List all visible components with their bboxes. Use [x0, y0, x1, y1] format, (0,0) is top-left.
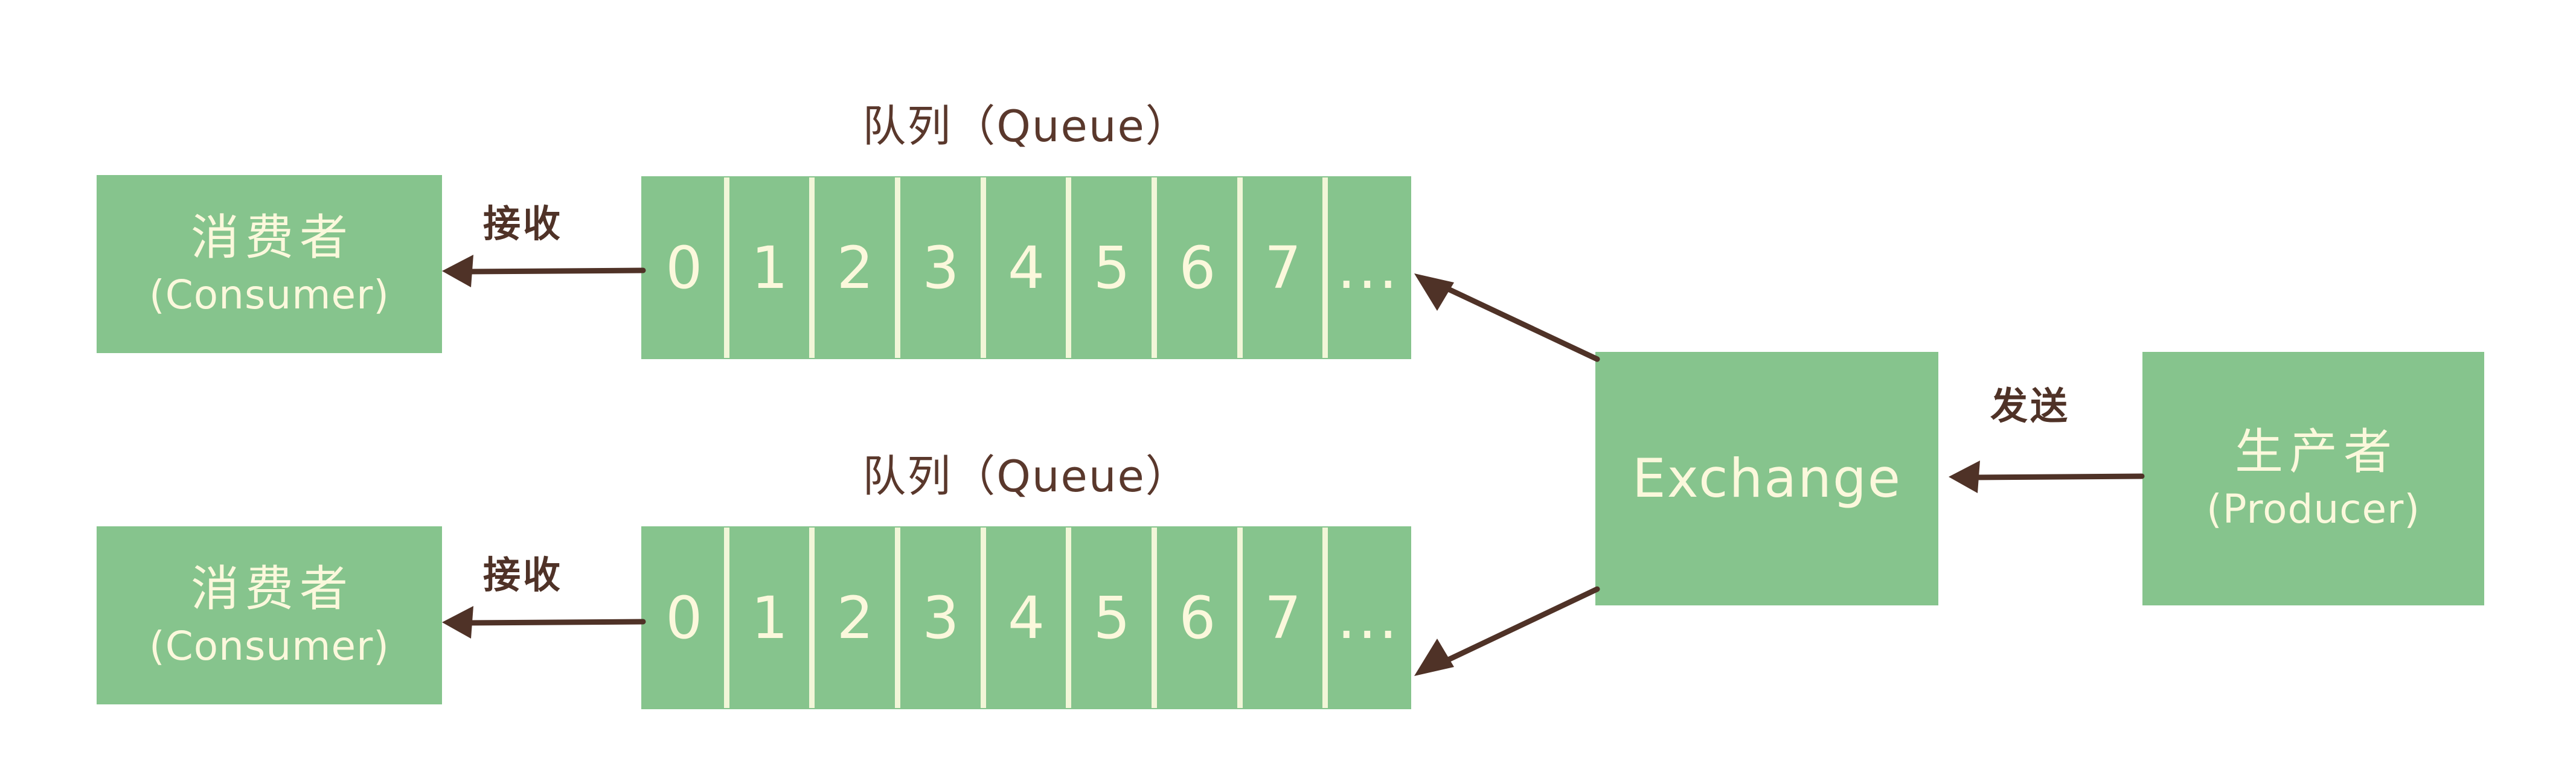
consumer-label-en-bottom: (Consumer) — [149, 622, 390, 669]
arrow-receive-top — [442, 255, 646, 287]
consumer-label-cn-bottom: 消费者 — [191, 560, 354, 617]
arrow-head-icon — [442, 606, 473, 639]
exchange-label: Exchange — [1632, 447, 1902, 509]
queue-cell[interactable]: 1 — [723, 526, 813, 709]
queue-cell[interactable]: 2 — [809, 176, 898, 359]
arrow-exchange-to-queue-bottom — [1414, 586, 1600, 676]
arrow-line — [1439, 586, 1600, 666]
edge-label-receive-bottom: 接收 — [483, 553, 563, 597]
queue-cell[interactable]: 2 — [809, 526, 898, 709]
arrow-head-icon — [1414, 273, 1454, 311]
arrow-line — [1970, 473, 2145, 480]
consumer-box-top[interactable]: 消费者 (Consumer) — [97, 175, 442, 353]
queue-cell[interactable]: 6 — [1152, 176, 1240, 359]
producer-box[interactable]: 生产者 (Producer) — [2142, 352, 2484, 605]
queue-title-top: 队列（Queue） — [862, 101, 1190, 151]
queue-strip-bottom[interactable]: 0 1 2 3 4 5 6 7 ... — [641, 526, 1411, 709]
consumer-box-bottom[interactable]: 消费者 (Consumer) — [97, 526, 442, 704]
exchange-box[interactable]: Exchange — [1595, 352, 1938, 605]
queue-cell[interactable]: 5 — [1066, 176, 1155, 359]
queue-cell[interactable]: 4 — [980, 176, 1069, 359]
arrow-head-icon — [1949, 461, 1980, 493]
queue-cell[interactable]: 4 — [980, 526, 1069, 709]
arrow-line — [1439, 283, 1600, 362]
edge-label-send: 发送 — [1990, 384, 2071, 428]
arrow-line — [463, 267, 646, 275]
queue-cell[interactable]: 0 — [665, 234, 703, 302]
queue-strip-top[interactable]: 0 1 2 3 4 5 6 7 ... — [641, 176, 1411, 359]
arrow-head-icon — [1414, 639, 1454, 676]
arrow-exchange-to-queue-top — [1414, 273, 1600, 362]
consumer-label-en-top: (Consumer) — [149, 271, 390, 318]
queue-cell[interactable]: 0 — [665, 584, 703, 652]
queue-cell[interactable]: 1 — [723, 176, 813, 359]
queue-cell[interactable]: 7 — [1237, 176, 1326, 359]
consumer-label-cn-top: 消费者 — [191, 209, 354, 266]
queue-cell[interactable]: 3 — [895, 526, 984, 709]
producer-label-en: (Producer) — [2206, 486, 2420, 533]
queue-cell[interactable]: 3 — [895, 176, 984, 359]
arrow-receive-bottom — [442, 606, 646, 639]
queue-title-bottom: 队列（Queue） — [862, 451, 1190, 502]
arrow-line — [463, 619, 646, 626]
queue-cell-overflow[interactable]: ... — [1322, 526, 1411, 709]
arrow-head-icon — [442, 255, 473, 287]
producer-label-cn: 生产者 — [2235, 424, 2398, 480]
edge-label-receive-top: 接收 — [483, 202, 563, 246]
arrow-send — [1949, 461, 2145, 493]
queue-cell[interactable]: 5 — [1066, 526, 1155, 709]
queue-cell-overflow[interactable]: ... — [1322, 176, 1411, 359]
queue-cell[interactable]: 6 — [1152, 526, 1240, 709]
queue-cell[interactable]: 7 — [1237, 526, 1326, 709]
